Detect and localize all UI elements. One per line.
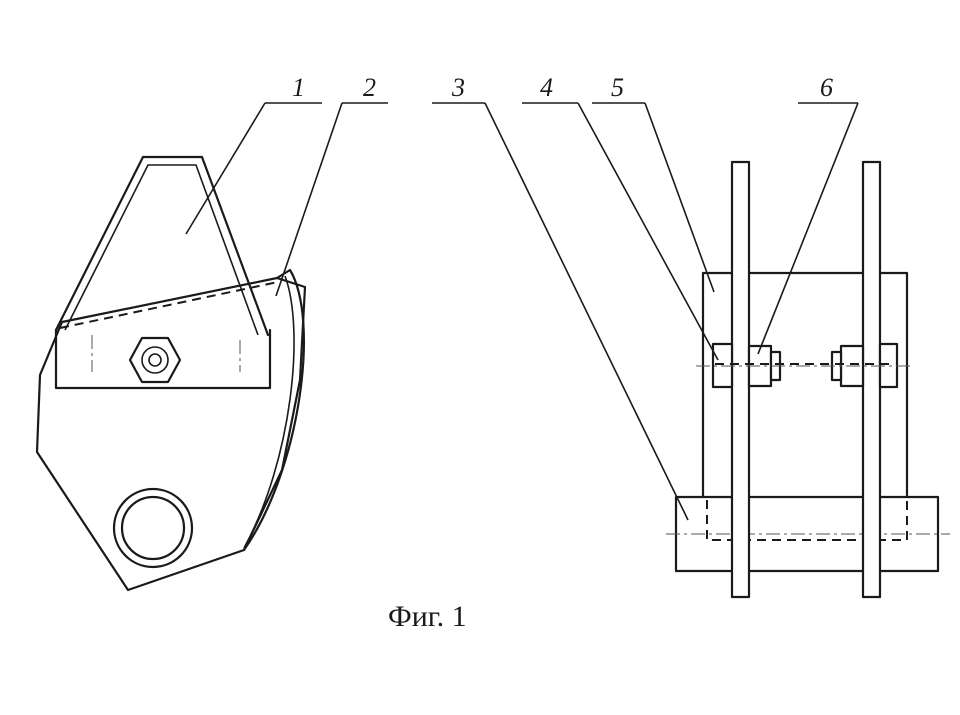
label-2: 2 — [363, 73, 376, 102]
eye-outer — [112, 487, 194, 569]
side-view — [35, 155, 307, 592]
hidden-edge — [59, 281, 279, 329]
figure-caption: Фиг. 1 — [388, 600, 467, 633]
holder-inner-edge — [64, 164, 259, 336]
label-5: 5 — [611, 73, 624, 102]
blade-part-2 — [242, 268, 305, 552]
label-3: 3 — [451, 73, 465, 102]
body-plate — [35, 276, 307, 592]
upright-right — [861, 160, 882, 599]
upright-left-part-4 — [730, 160, 751, 599]
clamp-plate — [54, 328, 272, 390]
blade-inner-edge — [243, 275, 295, 549]
label-1: 1 — [292, 73, 305, 102]
hex-nut — [128, 336, 182, 384]
label-6: 6 — [820, 73, 833, 102]
leader-lines — [185, 102, 859, 521]
nut-washer — [141, 346, 169, 374]
hidden-bar-edges — [706, 500, 908, 541]
label-4: 4 — [540, 73, 553, 102]
nut-bolt — [148, 353, 162, 367]
holder-part-1 — [54, 155, 270, 337]
eye-inner — [120, 495, 186, 561]
front-view — [666, 160, 950, 599]
